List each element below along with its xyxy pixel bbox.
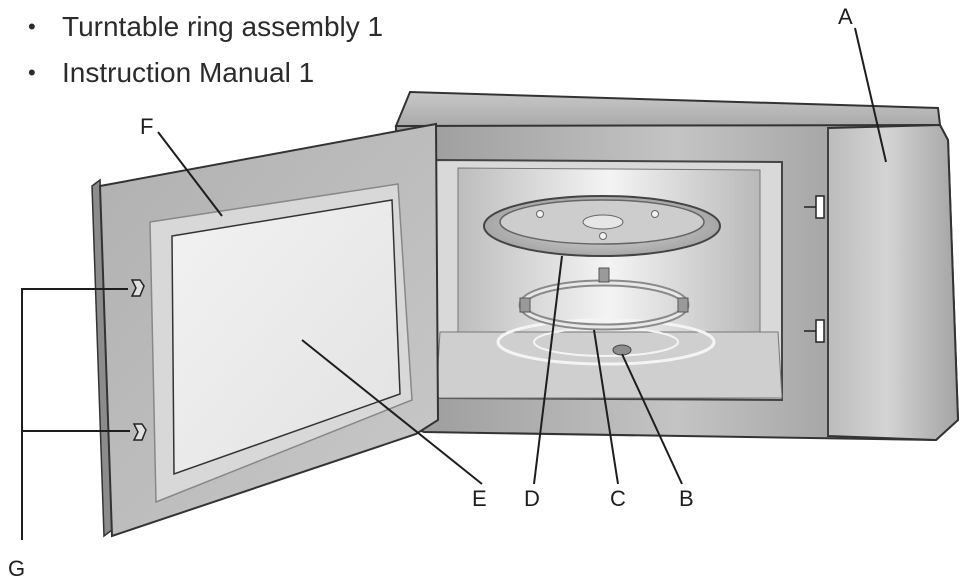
floor-groove [496,318,716,366]
microwave-door [91,122,440,538]
door-window [171,199,401,476]
latch-slot-lower [815,319,825,343]
turntable-shaft [612,344,632,356]
leader-line-g [21,288,128,540]
list-item: • Turntable ring assembly 1 [28,4,383,50]
label-e: E [472,486,487,511]
door-latch-slots [804,195,825,343]
leader-line-b [621,353,683,485]
leader-line-d [533,255,563,485]
control-panel [827,123,960,442]
latch-hook-lower [132,423,147,441]
leader-line-e [301,339,483,485]
list-item: • Instruction Manual 1 [28,50,383,96]
bullet-icon: • [28,60,36,85]
roller-ring [518,267,690,331]
label-f: F [140,114,153,139]
door-latches [130,279,147,441]
callout-lines [21,27,887,540]
glass-tray [483,195,721,257]
latch-hook-upper [130,279,145,297]
package-contents-list: • Turntable ring assembly 1 • Instructio… [28,4,383,96]
label-b: B [679,486,694,511]
leader-line-c [593,329,619,485]
label-c: C [610,486,626,511]
label-d: D [524,486,540,511]
leader-line-a [854,27,887,163]
list-item-text: Instruction Manual 1 [62,57,315,88]
label-g: G [8,556,25,581]
bullet-icon: • [28,14,36,39]
latch-slot-upper [815,195,825,219]
label-a: A [838,4,853,29]
leader-line-f [157,131,223,217]
list-item-text: Turntable ring assembly 1 [62,11,384,42]
